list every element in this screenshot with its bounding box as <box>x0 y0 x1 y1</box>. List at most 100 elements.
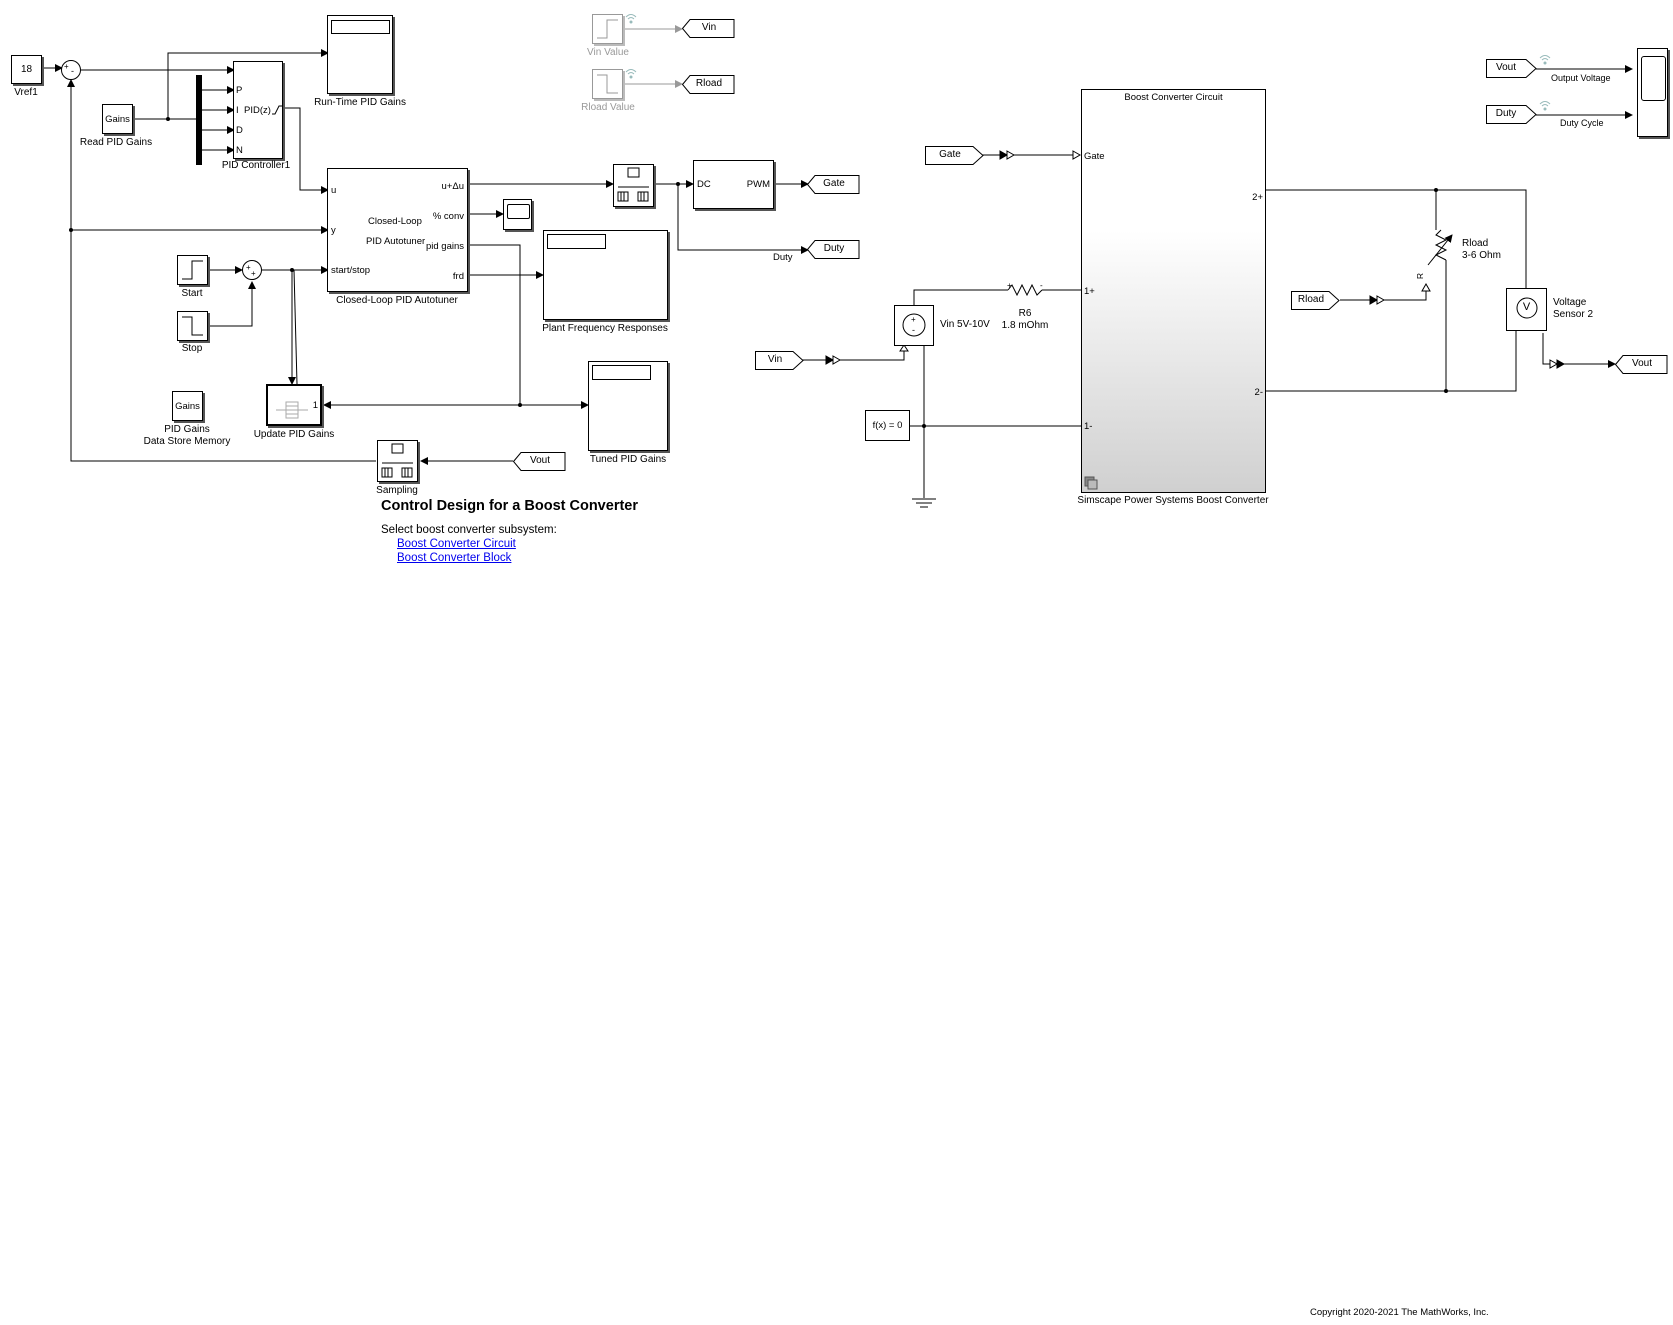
goto-gate-text: Gate <box>823 178 845 189</box>
from-vout-scope-text: Vout <box>1495 62 1517 73</box>
sum-block[interactable]: + - <box>61 60 81 80</box>
scope-screen-icon <box>507 204 530 219</box>
pid-port-i: I <box>236 105 239 116</box>
step-up-icon <box>597 19 618 39</box>
autotuner-out-conv: % conv <box>432 211 464 222</box>
autotuner-out-u: u+Δu <box>441 181 464 192</box>
tuned-pid-gains-block[interactable] <box>588 361 668 451</box>
rate-transition-icon <box>617 167 649 202</box>
from-duty-scope-tag[interactable] <box>1486 105 1538 124</box>
autotuner-in-y: y <box>331 225 336 236</box>
from-gate-text: Gate <box>939 149 961 160</box>
rate-transition-icon <box>381 443 413 478</box>
rload-label-1: Rload <box>1462 238 1489 249</box>
circuit-label: Simscape Power Systems Boost Converter <box>1077 495 1269 506</box>
circuit-port-p1: 1+ <box>1084 286 1095 297</box>
autotuner-in-startstop: start/stop <box>331 265 371 276</box>
vin-value-label: Vin Value <box>587 47 629 58</box>
from-vout-text: Vout <box>529 455 551 466</box>
goto-vout-text: Vout <box>1631 358 1653 369</box>
from-duty-scope-text: Duty <box>1495 108 1517 119</box>
update-pid-gains-block[interactable]: 1 <box>266 384 322 426</box>
pid-port-n: N <box>236 145 243 156</box>
stop-step-block[interactable] <box>177 311 208 341</box>
sensor-label-1: Voltage <box>1553 297 1587 308</box>
goto-duty-tag[interactable] <box>807 240 861 259</box>
step-down-icon <box>597 74 618 94</box>
vin-value-block[interactable] <box>592 14 623 44</box>
constant-value: 18 <box>20 64 33 75</box>
read-pid-gains-label: Read PID Gains <box>79 137 153 148</box>
solver-configuration-block[interactable]: f(x) = 0 <box>865 410 910 441</box>
autotuner-block[interactable]: u y start/stop u+Δu % conv pid gains frd… <box>327 168 468 292</box>
gains-text: Gains <box>105 114 130 125</box>
pwm-in-dc: DC <box>697 179 711 190</box>
circuit-port-n1: 1- <box>1084 421 1093 432</box>
from-rload-tag[interactable] <box>1291 291 1341 310</box>
link-boost-converter-block[interactable]: Boost Converter Block <box>397 552 512 564</box>
svg-text:+: + <box>911 315 916 324</box>
from-gate-tag[interactable] <box>925 146 985 165</box>
update-port-1: 1 <box>312 400 318 411</box>
goto-vout-tag[interactable] <box>1615 355 1669 374</box>
conv-scope-block[interactable] <box>503 199 532 230</box>
subsystem-badge-icon <box>1084 476 1098 490</box>
step-up-icon <box>182 260 203 280</box>
plant-freq-label: Plant Frequency Responses <box>542 323 668 334</box>
autotuner-inner-1: Closed-Loop <box>368 216 422 227</box>
pid-gains-dsm-block[interactable]: Gains <box>172 391 203 421</box>
pwm-block[interactable]: DC PWM <box>693 160 774 209</box>
rload-value-label: Rload Value <box>581 102 635 113</box>
autotuner-inner-2: PID Autotuner <box>366 236 426 247</box>
display-screen-icon <box>547 234 606 249</box>
vref-label: Vref1 <box>14 87 38 98</box>
start-label: Start <box>181 288 203 299</box>
rload-value-block[interactable] <box>592 69 623 99</box>
sampling-label: Sampling <box>376 485 418 496</box>
r6-label-1: R6 <box>1018 308 1032 319</box>
goto-vin-text: Vin <box>701 22 717 33</box>
from-vout-scope-tag[interactable] <box>1486 59 1538 78</box>
vref-constant-block[interactable]: 18 <box>11 55 42 84</box>
pid-controller-label: PID Controller1 <box>221 160 291 171</box>
rate-transition-block[interactable] <box>613 164 654 207</box>
sampling-block[interactable] <box>377 440 418 482</box>
read-pid-gains-block[interactable]: Gains <box>102 104 133 134</box>
output-scope-block[interactable] <box>1637 48 1668 137</box>
from-vout-tag[interactable] <box>513 452 567 471</box>
start-stop-sum-block[interactable]: + + <box>242 260 262 280</box>
duty-line-label: Duty <box>773 252 793 263</box>
voltage-sensor-block[interactable]: V <box>1506 288 1547 331</box>
from-vin-tag[interactable] <box>755 351 805 370</box>
autotuner-in-u: u <box>331 185 337 196</box>
goto-rload-text: Rload <box>695 78 723 89</box>
rload-pin-label: R <box>1415 272 1426 280</box>
goto-gate-tag[interactable] <box>807 175 861 194</box>
bus-creator-bar[interactable] <box>196 75 202 165</box>
link-boost-converter-circuit[interactable]: Boost Converter Circuit <box>397 538 516 550</box>
from-rload-text: Rload <box>1297 294 1325 305</box>
start-step-block[interactable] <box>177 255 208 285</box>
copyright-text: Copyright 2020-2021 The MathWorks, Inc. <box>1310 1307 1489 1318</box>
wireless-icon <box>1539 55 1551 65</box>
runtime-pid-gains-display[interactable] <box>327 15 393 94</box>
wireless-icon <box>625 69 637 79</box>
r6-plus: + <box>1007 281 1012 290</box>
from-vin-text: Vin <box>767 354 783 365</box>
sensor-label-2: Sensor 2 <box>1553 309 1594 320</box>
stop-label: Stop <box>181 343 203 354</box>
controlled-voltage-source[interactable]: + - <box>894 305 934 346</box>
boost-converter-subsystem[interactable]: Boost Converter Circuit Gate 1+ 1- 2+ 2- <box>1081 89 1266 493</box>
saturation-icon <box>272 105 282 115</box>
autotuner-label: Closed-Loop PID Autotuner <box>336 295 458 306</box>
pid-controller-block[interactable]: P I D N PID(z) <box>233 61 283 159</box>
pid-inner-text: PID(z) <box>244 105 271 116</box>
voltage-source-icon: + - <box>902 313 926 337</box>
svg-text:-: - <box>912 325 915 335</box>
goto-rload-tag[interactable] <box>682 75 736 94</box>
goto-vin-tag[interactable] <box>682 19 736 38</box>
display-screen-icon <box>331 20 390 34</box>
runtime-pid-gains-label: Run-Time PID Gains <box>314 97 406 108</box>
plant-frequency-responses-block[interactable] <box>543 230 668 320</box>
